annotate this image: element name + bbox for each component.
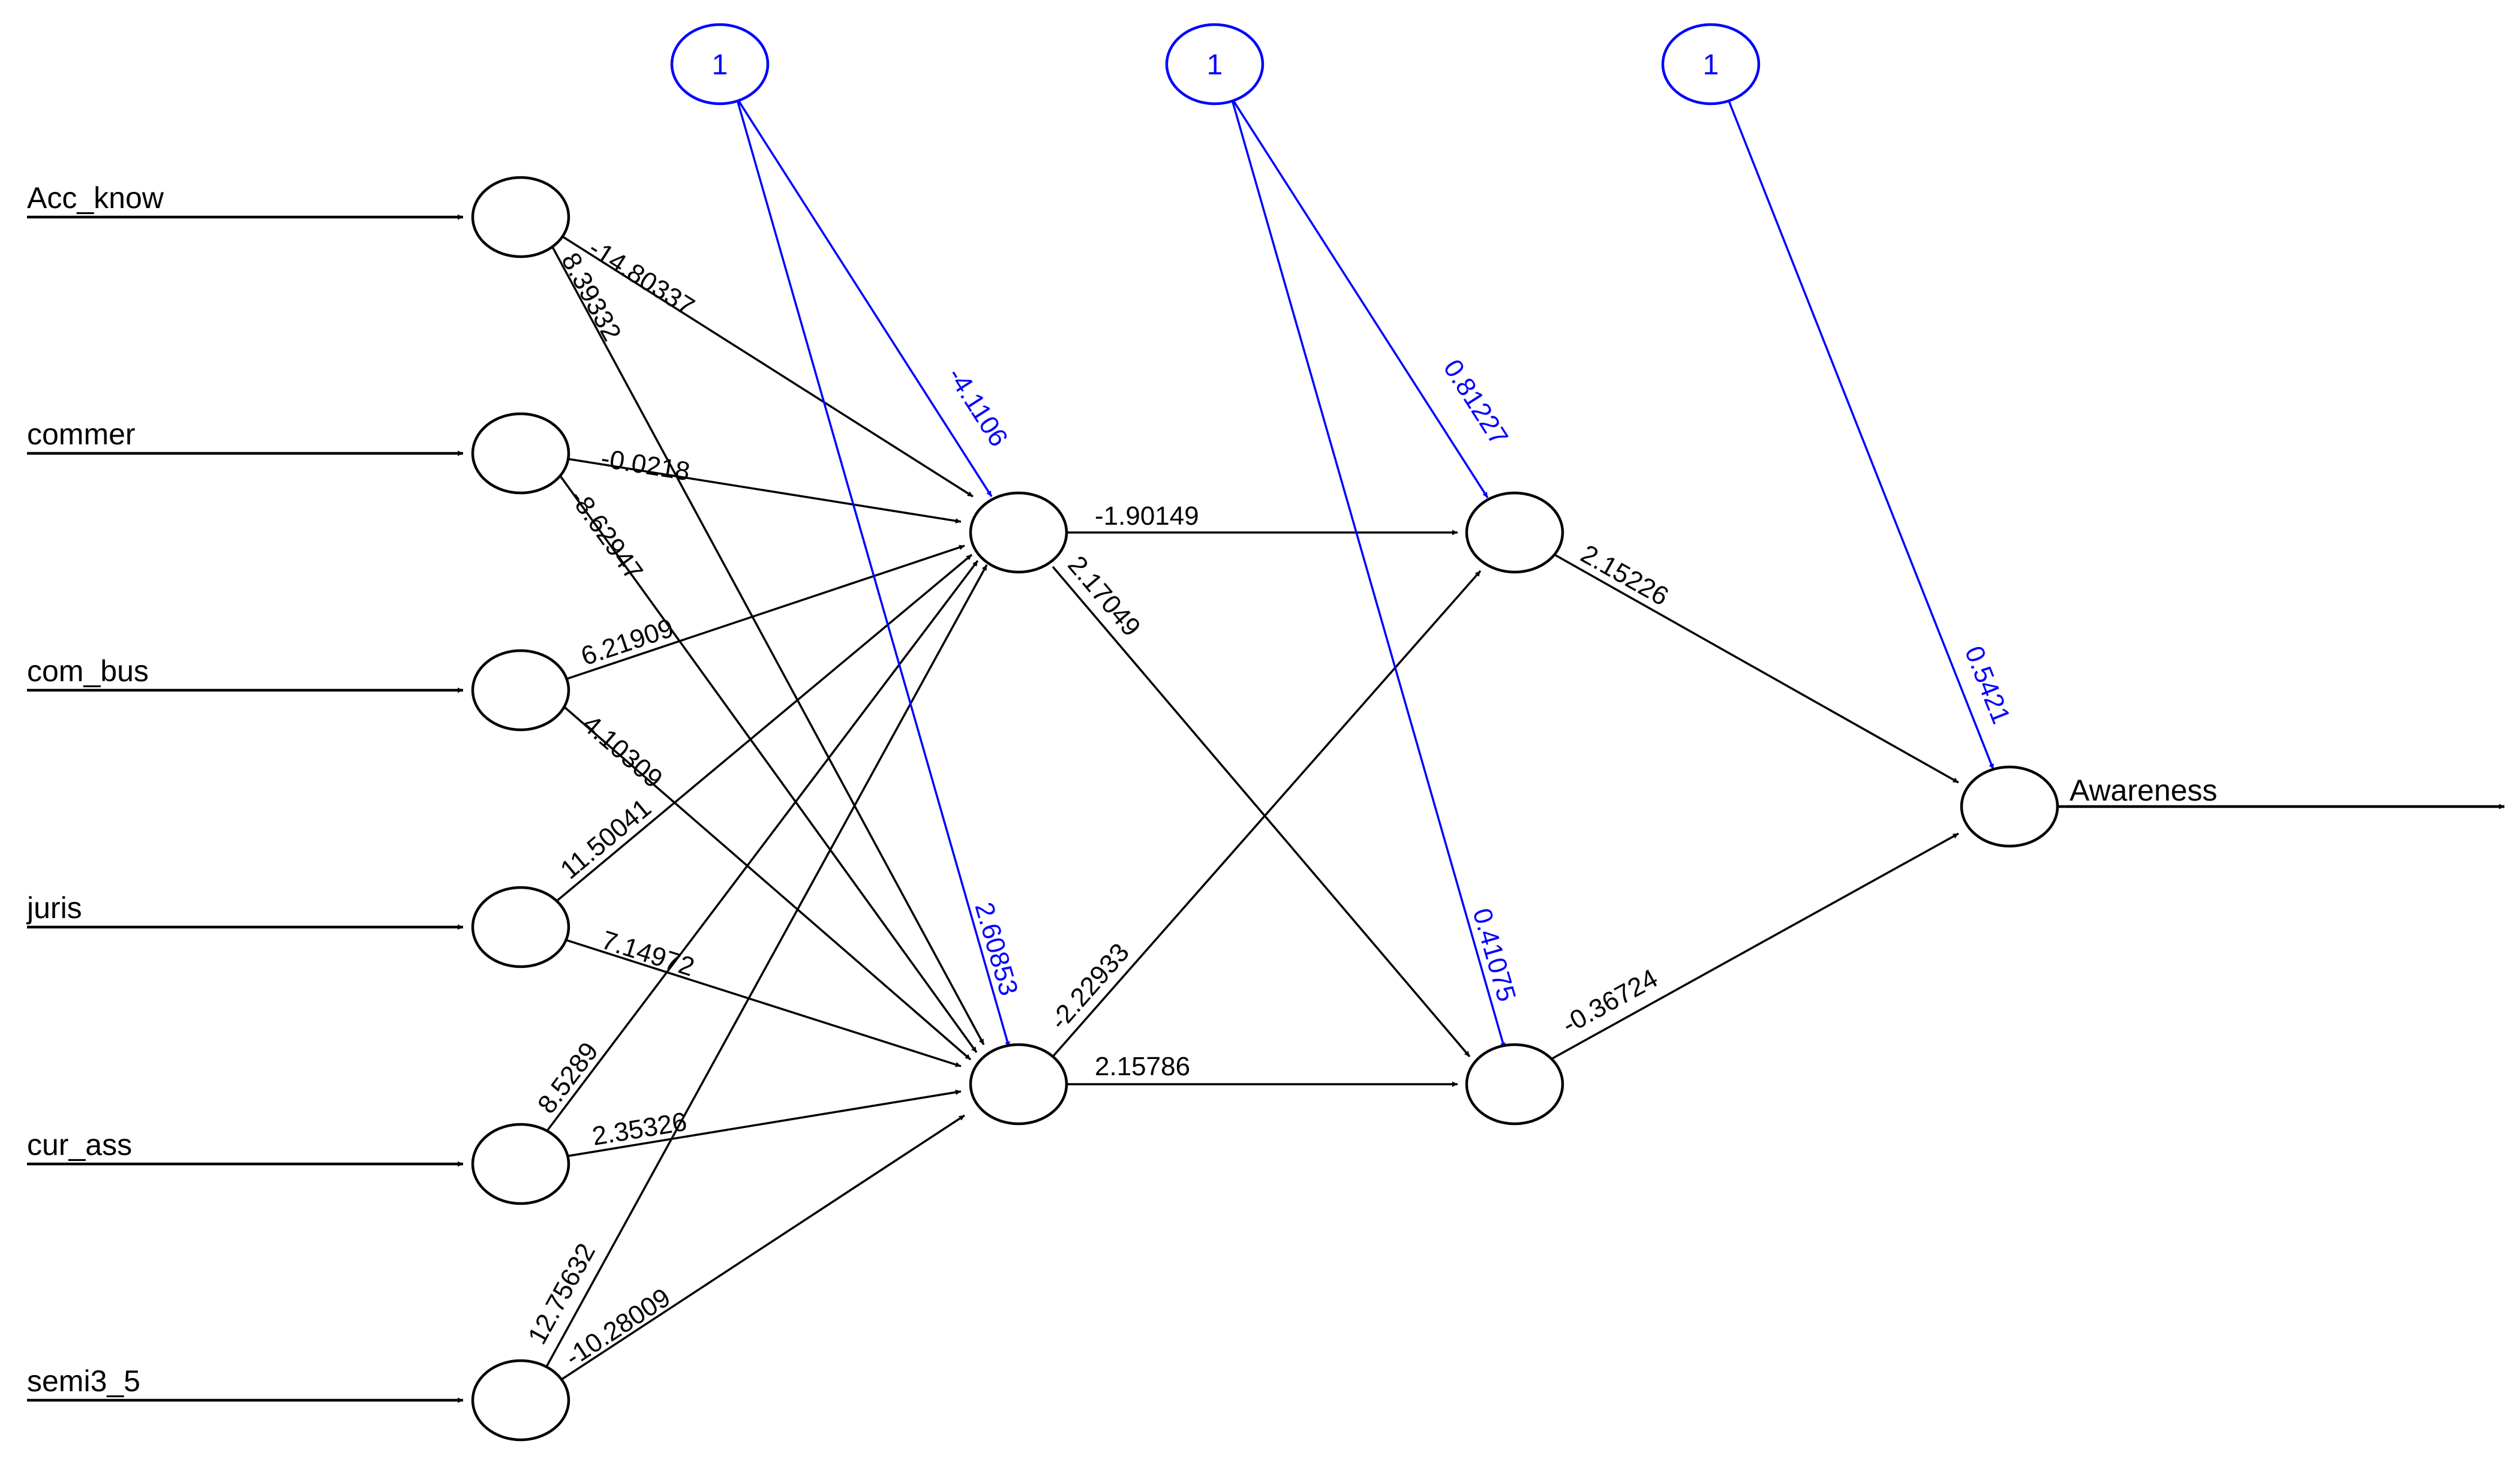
weight-h1b-h2b: 2.15786 bbox=[1095, 1052, 1190, 1081]
edge-semi3-5-h1b bbox=[558, 1114, 965, 1382]
bias-nodes bbox=[670, 23, 1761, 106]
weight-com-bus-h1b: 4.10309 bbox=[576, 709, 668, 794]
output-node bbox=[1960, 765, 2059, 848]
edge-cur-ass-h1a bbox=[542, 559, 979, 1138]
hidden1-node-a bbox=[969, 491, 1068, 574]
edge-acc-know-h1b bbox=[551, 245, 985, 1045]
weight-h2b-out: -0.36724 bbox=[1557, 964, 1663, 1040]
edge-h1a-h2b bbox=[1052, 565, 1471, 1058]
hidden2-nodes bbox=[1465, 491, 1564, 1126]
bias-node-3 bbox=[1661, 23, 1761, 106]
edge-bias1-h1a bbox=[735, 97, 993, 497]
weight-juris-h1a: 11.50041 bbox=[555, 793, 657, 885]
bias-node-labels: 1 1 1 bbox=[712, 49, 1719, 81]
edge-semi3-5-h1a bbox=[542, 564, 988, 1374]
input-arrows bbox=[27, 214, 463, 1403]
edge-juris-h1a bbox=[554, 553, 973, 904]
weight-juris-h1b: 7.14972 bbox=[598, 925, 698, 982]
edge-h2a-out bbox=[1552, 552, 1959, 784]
input-label-acc-know: Acc_know bbox=[27, 181, 164, 215]
edge-h1b-h2a bbox=[1052, 570, 1482, 1058]
input-node-acc-know bbox=[471, 176, 570, 258]
input-node-com-bus bbox=[471, 649, 570, 732]
weight-bias1-h1a: -4.1106 bbox=[942, 362, 1014, 452]
bias-node-2-label: 1 bbox=[1207, 49, 1223, 81]
weight-bias3-out: 0.5421 bbox=[1959, 642, 2016, 728]
edge-bias2-h2a bbox=[1230, 97, 1489, 498]
input-node-juris bbox=[471, 886, 570, 968]
hidden2-node-b bbox=[1465, 1043, 1564, 1126]
weight-semi3-5-h1b: -10.28009 bbox=[560, 1283, 676, 1373]
output-label: Awareness bbox=[2070, 774, 2217, 807]
input-label-juris: juris bbox=[26, 891, 82, 925]
weight-commer-h1b: -8.62947 bbox=[564, 484, 648, 586]
bias-node-3-label: 1 bbox=[1703, 49, 1719, 81]
input-node-cur-ass bbox=[471, 1123, 570, 1205]
weight-labels: -14.80337 8.39332 -0.0218 -8.62947 6.219… bbox=[522, 233, 2016, 1372]
hidden1-nodes bbox=[969, 491, 1068, 1126]
edge-h2b-out bbox=[1552, 832, 1959, 1060]
edge-com-bus-h1a bbox=[566, 545, 965, 680]
bias-node-1 bbox=[670, 23, 770, 106]
bias-node-1-label: 1 bbox=[712, 49, 728, 81]
input-label-com-bus: com_bus bbox=[27, 654, 149, 688]
hidden1-node-b bbox=[969, 1043, 1068, 1126]
weight-h1a-h2a: -1.90149 bbox=[1095, 501, 1199, 531]
weight-h1b-h2a: -2.22933 bbox=[1044, 938, 1135, 1036]
weight-bias2-h2b: 0.41075 bbox=[1467, 905, 1521, 1004]
bias-edges bbox=[735, 97, 1995, 1049]
edge-commer-h1b bbox=[560, 476, 978, 1054]
edge-commer-h1a bbox=[566, 458, 962, 524]
hidden2-to-output-edges bbox=[1552, 552, 2504, 1060]
input-labels: Acc_know commer com_bus juris cur_ass se… bbox=[26, 181, 164, 1398]
weight-cur-ass-h1a: 8.5289 bbox=[532, 1037, 604, 1119]
hidden2-node-a bbox=[1465, 491, 1564, 574]
input-label-commer: commer bbox=[27, 417, 136, 451]
edge-acc-know-h1a bbox=[561, 235, 974, 498]
input-nodes bbox=[471, 176, 570, 1442]
edge-juris-h1b bbox=[566, 939, 962, 1067]
edge-bias1-h1b bbox=[735, 97, 1010, 1048]
weight-commer-h1a: -0.0218 bbox=[599, 443, 692, 486]
bias-node-2 bbox=[1165, 23, 1264, 106]
weight-com-bus-h1a: 6.21909 bbox=[578, 613, 677, 672]
edge-bias3-out bbox=[1726, 97, 1995, 770]
weight-bias1-h1b: 2.60853 bbox=[969, 899, 1023, 998]
hidden1-to-hidden2-edges bbox=[1052, 530, 1482, 1087]
input-label-semi3-5: semi3_5 bbox=[27, 1364, 140, 1398]
input-node-commer bbox=[471, 412, 570, 495]
input-node-semi3-5 bbox=[471, 1359, 570, 1442]
edge-bias2-h2b bbox=[1230, 97, 1506, 1049]
input-label-cur-ass: cur_ass bbox=[27, 1128, 132, 1162]
edge-cur-ass-h1b bbox=[566, 1090, 962, 1157]
edge-com-bus-h1b bbox=[564, 706, 972, 1061]
input-to-hidden1-edges bbox=[542, 235, 988, 1382]
